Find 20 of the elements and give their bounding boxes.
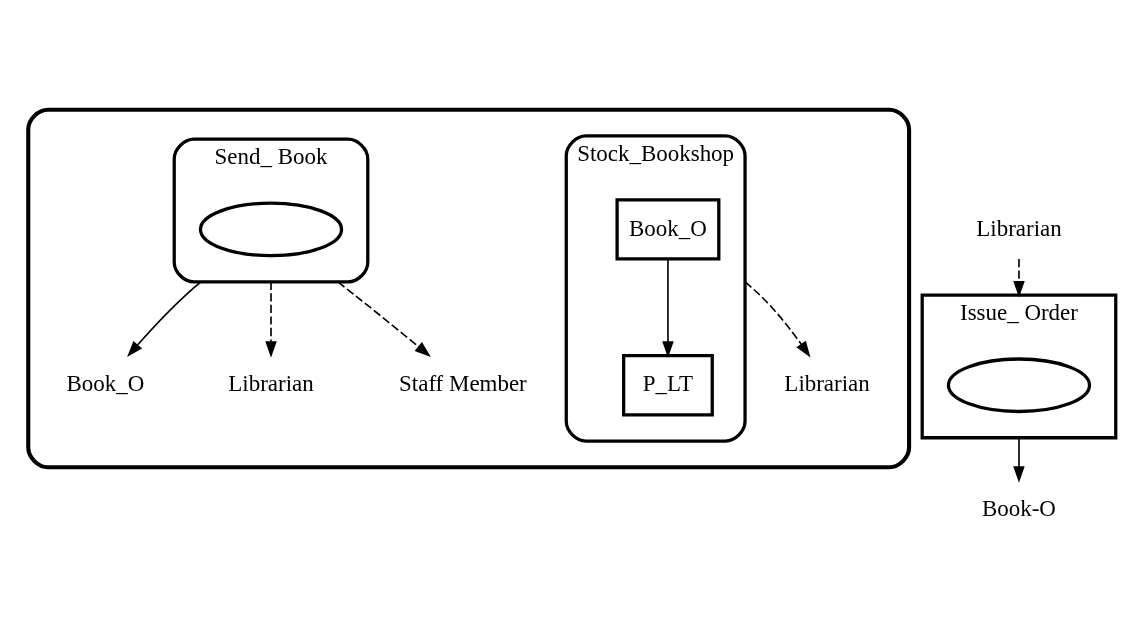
node-box: Book_O	[615, 197, 721, 261]
node-text: Book_O	[66, 370, 145, 396]
arrow	[1013, 257, 1025, 298]
arrow	[265, 280, 277, 358]
cluster: Issue_ Order	[920, 292, 1118, 439]
node-ellipse	[198, 201, 344, 257]
node-text: Librarian	[784, 370, 870, 396]
arrow	[1013, 436, 1025, 483]
cluster	[26, 107, 912, 469]
arrow	[662, 257, 674, 358]
arrow	[744, 280, 811, 357]
arrow	[127, 280, 202, 357]
node-ellipse	[946, 356, 1092, 413]
node-box: P_LT	[622, 353, 714, 416]
arrow	[337, 280, 431, 357]
node-text: Staff Member	[399, 370, 527, 396]
node-text: Librarian	[228, 370, 314, 396]
node-text: Librarian	[976, 214, 1062, 240]
node-text: Book-O	[981, 495, 1056, 521]
cluster: Send_ Book	[172, 137, 370, 284]
